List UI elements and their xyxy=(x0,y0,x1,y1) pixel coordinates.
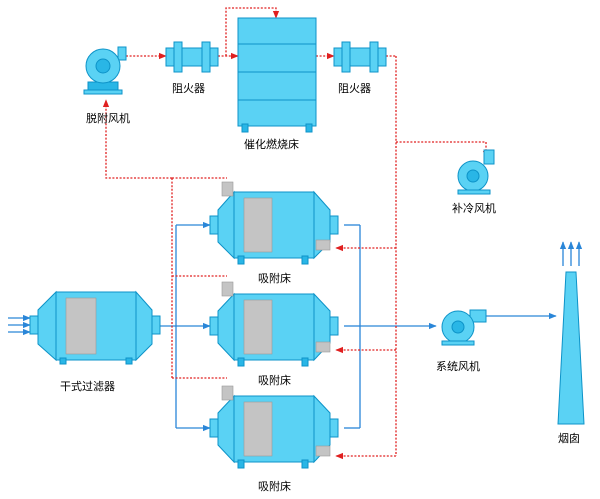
adsorption-bed-2-label: 吸附床 xyxy=(258,373,291,387)
system-fan xyxy=(441,309,487,346)
system-fan-label: 系统风机 xyxy=(436,359,480,373)
main-flow-lines xyxy=(8,221,557,432)
adsorption-bed-1-label: 吸附床 xyxy=(258,271,291,285)
flame-arrester-left xyxy=(165,41,219,73)
chimney xyxy=(557,241,585,425)
dry-filter xyxy=(29,290,161,365)
adsorption-bed-1 xyxy=(209,181,339,265)
adsorption-bed-3 xyxy=(209,385,339,469)
makeup-fan-label: 补冷风机 xyxy=(452,201,496,215)
makeup-cooling-fan xyxy=(457,149,495,195)
desorption-fan-label: 脱附风机 xyxy=(86,111,130,125)
flame-arrester-right-label: 阻火器 xyxy=(338,82,371,95)
adsorption-bed-2 xyxy=(209,281,339,367)
flame-arrester-left-label: 阻火器 xyxy=(172,82,205,95)
desorption-fan xyxy=(83,46,127,95)
catalytic-combustion-bed xyxy=(237,17,317,133)
catalytic-bed-label: 催化燃烧床 xyxy=(244,137,299,151)
adsorption-bed-3-label: 吸附床 xyxy=(258,479,291,493)
flame-arrester-right xyxy=(333,41,387,73)
dry-filter-label: 干式过滤器 xyxy=(60,380,115,393)
chimney-label: 烟囱 xyxy=(558,431,580,445)
